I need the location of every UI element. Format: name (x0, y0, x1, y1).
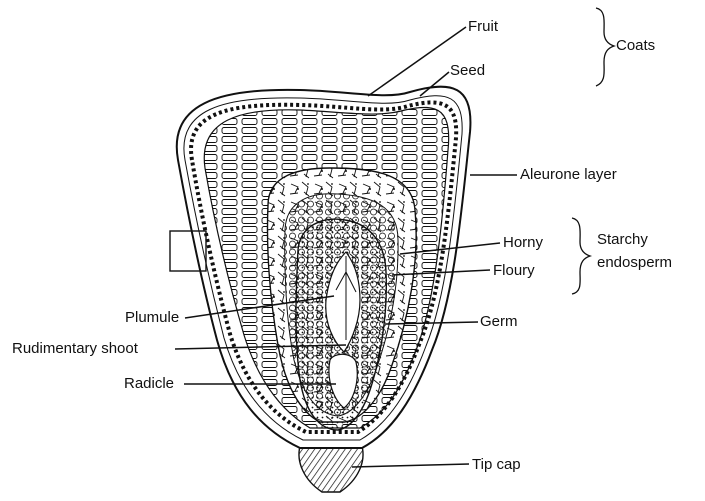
label-floury: Floury (493, 262, 535, 280)
label-seed: Seed (450, 62, 485, 80)
label-radicle: Radicle (124, 375, 174, 393)
label-fruit: Fruit (468, 18, 498, 36)
tip-cap-leader (352, 464, 469, 467)
tip-cap (299, 446, 363, 492)
label-endosperm: endosperm (597, 254, 672, 272)
label-horny: Horny (503, 234, 543, 252)
label-rudimentary-shoot: Rudimentary shoot (12, 340, 138, 358)
label-germ: Germ (480, 313, 518, 331)
label-tip-cap: Tip cap (472, 456, 521, 474)
label-coats: Coats (616, 37, 655, 55)
coats-bracket (596, 8, 614, 86)
label-plumule: Plumule (125, 309, 179, 327)
label-aleurone-layer: Aleurone layer (520, 166, 617, 184)
starchy-endosperm-bracket (572, 218, 590, 294)
label-starchy: Starchy (597, 231, 648, 249)
